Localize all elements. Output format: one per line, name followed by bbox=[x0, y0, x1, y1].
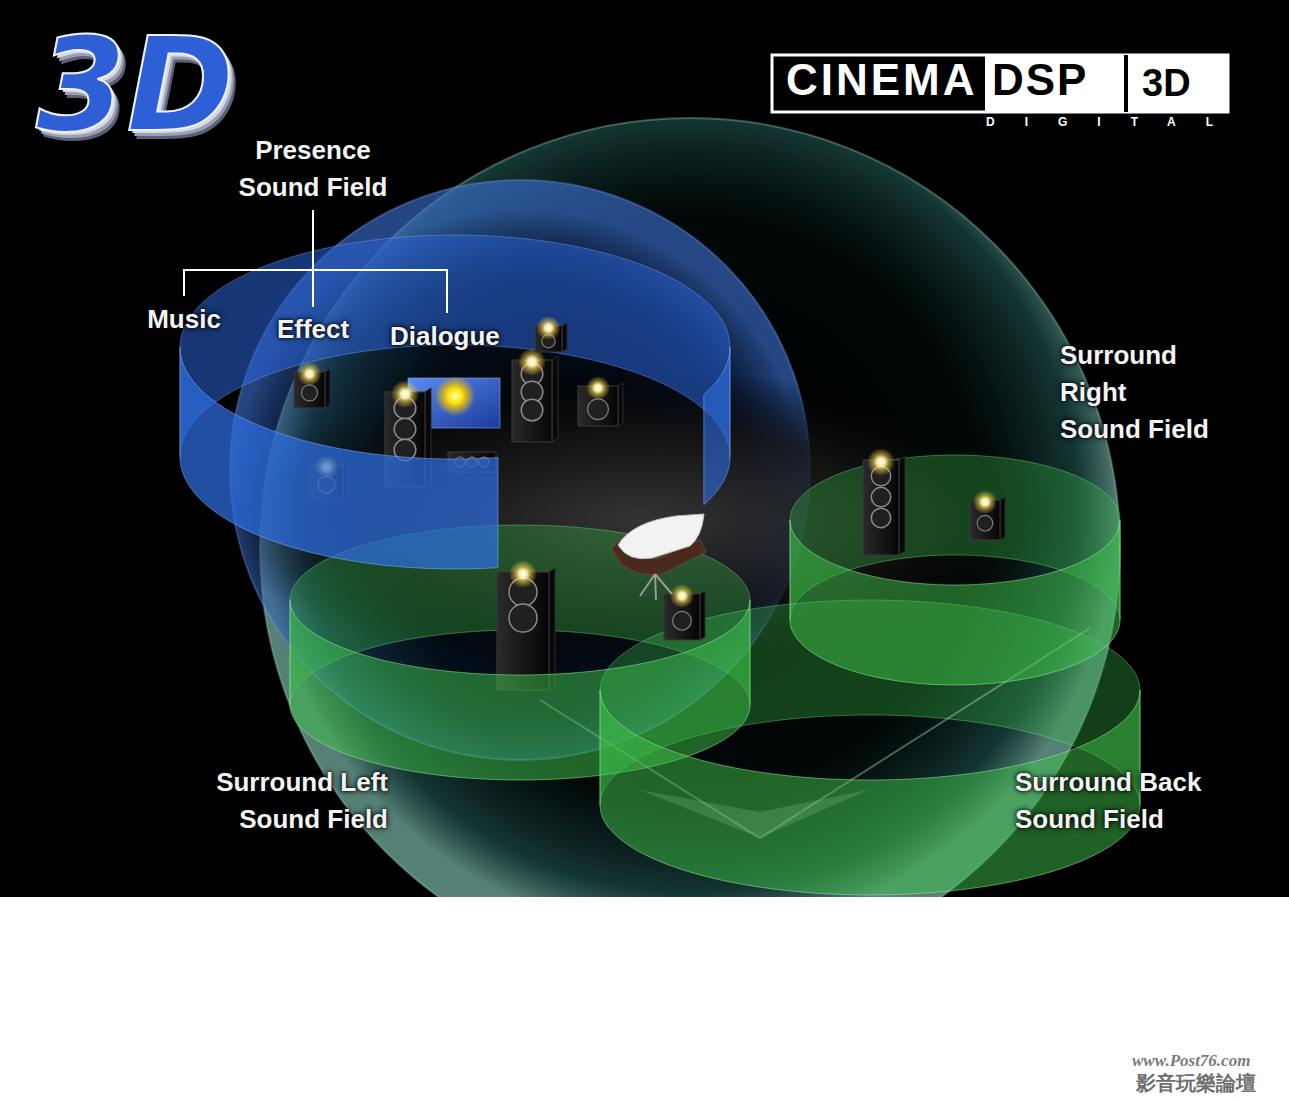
speaker-driver bbox=[521, 399, 543, 421]
field-label: Presence Sound Field bbox=[239, 132, 388, 206]
speaker-glow bbox=[973, 490, 997, 514]
field-category: Effect bbox=[277, 311, 349, 348]
speaker-glow bbox=[670, 584, 694, 608]
speaker-driver bbox=[394, 418, 416, 440]
speaker-glow bbox=[509, 560, 537, 588]
screen-light bbox=[435, 376, 475, 416]
speaker-glow bbox=[537, 316, 561, 340]
speaker-driver bbox=[977, 515, 993, 531]
speaker-driver bbox=[871, 508, 890, 527]
speaker-side bbox=[549, 568, 555, 690]
field-label: Surround Right Sound Field bbox=[1060, 337, 1209, 448]
tower-speaker bbox=[497, 572, 549, 690]
logo-frame bbox=[772, 55, 1228, 112]
speaker-driver bbox=[301, 385, 317, 401]
watermark: www.Post76.com bbox=[1132, 1052, 1250, 1069]
watermark: 影音玩樂論壇 bbox=[1136, 1073, 1256, 1093]
surround-band-front bbox=[290, 600, 750, 780]
speaker-side bbox=[1000, 497, 1005, 540]
speaker-driver bbox=[509, 604, 537, 632]
chair-base bbox=[640, 574, 672, 600]
speaker-side bbox=[899, 456, 905, 555]
speaker-glow bbox=[391, 380, 419, 408]
logo-word: CINEMA bbox=[786, 58, 978, 102]
presence-band-front bbox=[180, 347, 498, 569]
speaker-side bbox=[325, 369, 330, 408]
logo-fill bbox=[985, 55, 1228, 112]
bracket-line bbox=[184, 210, 447, 313]
sound-field-illustration bbox=[180, 118, 1140, 897]
logo-badge: 3D bbox=[1142, 64, 1191, 102]
speaker-driver bbox=[871, 487, 890, 506]
field-category: Dialogue bbox=[390, 318, 500, 355]
logo-3d: 3D bbox=[36, 20, 234, 150]
field-category: Music bbox=[147, 301, 221, 338]
surround-band-front bbox=[790, 520, 1120, 685]
logo-word: DSP bbox=[992, 58, 1088, 102]
logo-divider bbox=[1124, 55, 1128, 112]
logo-subtitle: DIGITAL bbox=[986, 116, 1243, 128]
field-label: Surround Back Sound Field bbox=[1015, 764, 1201, 838]
presence-band-back bbox=[180, 235, 730, 457]
speaker-side bbox=[552, 356, 558, 442]
speaker-driver bbox=[588, 399, 609, 420]
field-label: Surround Left Sound Field bbox=[216, 764, 388, 838]
speaker-driver bbox=[673, 611, 692, 630]
speaker-side bbox=[700, 591, 705, 640]
speaker-side bbox=[618, 383, 623, 426]
speaker-side bbox=[562, 323, 567, 352]
speaker-glow bbox=[586, 376, 610, 400]
speaker-glow bbox=[867, 448, 895, 476]
speaker-glow bbox=[298, 362, 322, 386]
presence-band-front bbox=[704, 347, 730, 505]
chair-cushion bbox=[618, 514, 704, 559]
